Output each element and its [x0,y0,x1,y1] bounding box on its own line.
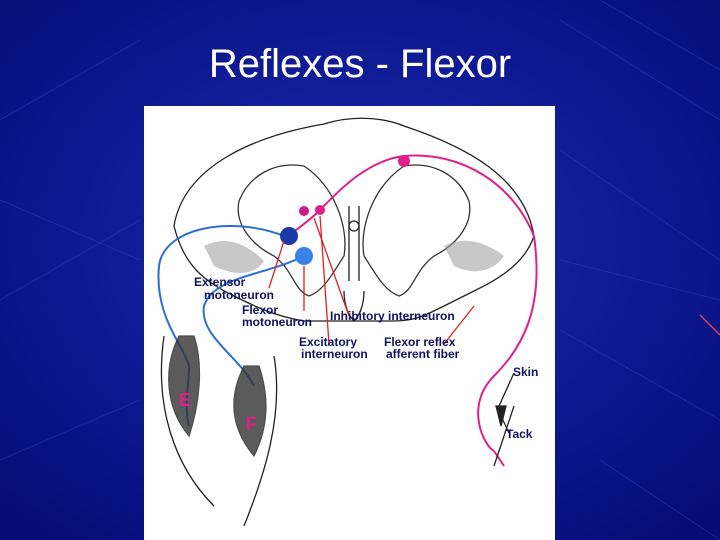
ganglion-right [444,240,504,272]
skin-pointer [498,372,515,407]
extensor-motoneuron-soma [280,227,298,245]
label-pointers [268,215,475,345]
central-canal [348,206,360,281]
label-extensor-2: motoneuron [204,288,274,302]
flexor-neurons [315,155,410,215]
label-flexor-2: motoneuron [242,315,312,329]
muscles [160,335,278,527]
ventral-fissure [343,290,365,322]
inhibitory-interneuron-soma [299,206,309,216]
label-flexor-1: Flexor [242,303,278,317]
reflex-diagram: Extensor motoneuron Flexor motoneuron In… [157,117,538,527]
afferent-to-skin [493,450,505,467]
pointer-extensor [268,240,285,289]
limb-outline [160,335,278,527]
flexor-motor-axon [202,255,305,387]
label-afferent-1: Flexor reflex [384,335,456,349]
label-muscle-flexor: F [246,414,257,434]
tack-pointer [500,415,510,434]
pointer-afferent [443,305,475,345]
skin-line [493,405,515,467]
label-excitatory-2: interneuron [301,347,368,361]
motoneurons [280,206,313,265]
label-tack: Tack [506,427,533,441]
label-skin: Skin [513,365,538,379]
flexor-motoneuron-soma [295,247,313,265]
pointer-excitatory [319,215,330,345]
diagram-labels: Extensor motoneuron Flexor motoneuron In… [179,275,538,441]
label-extensor-1: Extensor [194,275,246,289]
label-muscle-extensor: E [179,390,191,410]
grey-matter-right [362,164,471,297]
skin-and-tack [493,372,515,467]
ganglion-left [204,241,264,273]
reflex-diagram-panel: Extensor motoneuron Flexor motoneuron In… [144,106,555,540]
label-excitatory-1: Excitatory [299,335,357,349]
flexor-muscle [233,365,267,458]
afferent-fiber [318,154,538,452]
slide-title: Reflexes - Flexor [208,42,512,86]
dorsal-horn-neuron [398,155,410,167]
extensor-muscle [168,335,201,438]
excitatory-interneuron-soma [315,205,325,215]
label-afferent-2: afferent fiber [386,347,460,361]
grey-matter-left [237,164,346,297]
pointer-inhibitory [313,217,350,317]
central-canal-dot [348,220,360,232]
dorsal-root-ganglia [204,240,504,273]
label-inhibitory: Inhibitory interneuron [330,309,455,323]
